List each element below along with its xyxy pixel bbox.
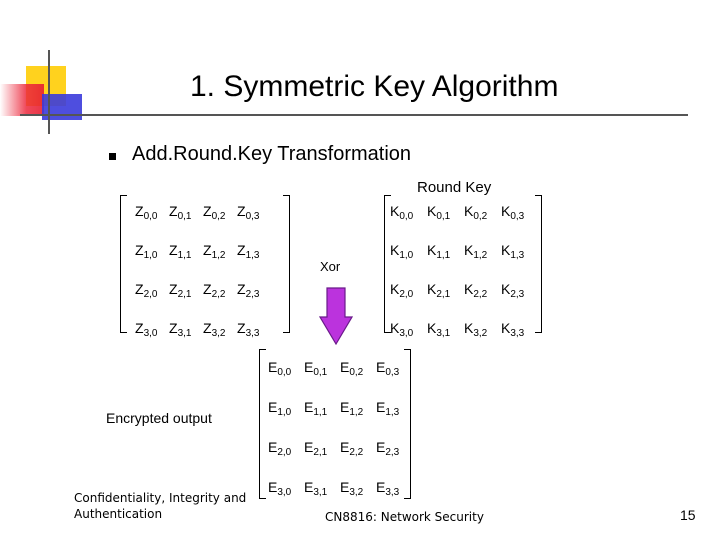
bullet-text: Add.Round.Key Transformation bbox=[132, 143, 411, 166]
matrix-cell: K0,2 bbox=[464, 203, 487, 222]
right-bracket bbox=[283, 195, 290, 333]
matrix-cell: E3,0 bbox=[268, 479, 291, 498]
matrix-cell: Z1,0 bbox=[135, 242, 157, 261]
matrix-cell: Z2,1 bbox=[169, 281, 191, 300]
matrix-cell: E1,0 bbox=[268, 399, 291, 418]
matrix-cell: Z1,1 bbox=[169, 242, 191, 261]
matrix-cell: E1,2 bbox=[340, 399, 363, 418]
matrix-cell: E1,3 bbox=[376, 399, 399, 418]
matrix-cell: E2,3 bbox=[376, 439, 399, 458]
matrix-cell: E0,0 bbox=[268, 359, 291, 378]
matrix-cell: Z2,2 bbox=[203, 281, 225, 300]
matrix-cell: K2,3 bbox=[501, 281, 524, 300]
left-bracket bbox=[259, 349, 266, 499]
matrix-cell: Z3,1 bbox=[169, 320, 191, 339]
matrix-cell: K1,2 bbox=[464, 242, 487, 261]
page-number: 15 bbox=[680, 507, 696, 523]
footer-line-1: Confidentiality, Integrity and bbox=[74, 490, 246, 506]
matrix-cell: E2,0 bbox=[268, 439, 291, 458]
matrix-cell: Z2,3 bbox=[237, 281, 259, 300]
right-bracket bbox=[535, 195, 542, 333]
matrix-cell: Z3,3 bbox=[237, 320, 259, 339]
footer-course-topic: Confidentiality, Integrity and Authentic… bbox=[74, 490, 246, 522]
matrix-cell: E1,1 bbox=[304, 399, 327, 418]
decor-vertical-line bbox=[48, 50, 50, 134]
matrix-cell: K1,3 bbox=[501, 242, 524, 261]
matrix-cell: K0,0 bbox=[390, 203, 413, 222]
matrix-cell: Z0,0 bbox=[135, 203, 157, 222]
encrypted-output-label: Encrypted output bbox=[106, 410, 212, 426]
matrix-cell: K2,0 bbox=[390, 281, 413, 300]
matrix-cell: E0,2 bbox=[340, 359, 363, 378]
matrix-cell: K1,0 bbox=[390, 242, 413, 261]
matrix-cell: Z0,3 bbox=[237, 203, 259, 222]
matrix-cell: E3,1 bbox=[304, 479, 327, 498]
matrix-cell: E3,2 bbox=[340, 479, 363, 498]
matrix-cell: E2,1 bbox=[304, 439, 327, 458]
matrix-cell: Z3,2 bbox=[203, 320, 225, 339]
matrix-cell: K2,1 bbox=[427, 281, 450, 300]
xor-label: Xor bbox=[320, 259, 340, 274]
matrix-cell: E0,3 bbox=[376, 359, 399, 378]
title-underline bbox=[20, 114, 688, 116]
matrix-cell: Z1,2 bbox=[203, 242, 225, 261]
matrix-cell: K3,2 bbox=[464, 320, 487, 339]
matrix-cell: K0,1 bbox=[427, 203, 450, 222]
decor-red-bar bbox=[0, 84, 44, 116]
matrix-cell: Z0,2 bbox=[203, 203, 225, 222]
square-bullet-icon bbox=[109, 153, 116, 160]
slide-title: 1. Symmetric Key Algorithm bbox=[190, 70, 558, 104]
matrix-cell: Z2,0 bbox=[135, 281, 157, 300]
matrix-cell: Z3,0 bbox=[135, 320, 157, 339]
matrix-cell: K3,3 bbox=[501, 320, 524, 339]
matrix-cell: Z1,3 bbox=[237, 242, 259, 261]
left-bracket bbox=[120, 195, 127, 333]
matrix-cell: K0,3 bbox=[501, 203, 524, 222]
matrix-cell: Z0,1 bbox=[169, 203, 191, 222]
matrix-cell: K3,1 bbox=[427, 320, 450, 339]
matrix-cell: E2,2 bbox=[340, 439, 363, 458]
down-arrow-icon bbox=[319, 287, 353, 345]
footer-course-name: CN8816: Network Security bbox=[325, 510, 484, 524]
matrix-cell: K2,2 bbox=[464, 281, 487, 300]
matrix-cell: K3,0 bbox=[390, 320, 413, 339]
matrix-cell: E0,1 bbox=[304, 359, 327, 378]
matrix-cell: E3,3 bbox=[376, 479, 399, 498]
footer-line-2: Authentication bbox=[74, 506, 246, 522]
round-key-label: Round Key bbox=[417, 179, 491, 196]
right-bracket bbox=[404, 349, 411, 499]
matrix-cell: K1,1 bbox=[427, 242, 450, 261]
